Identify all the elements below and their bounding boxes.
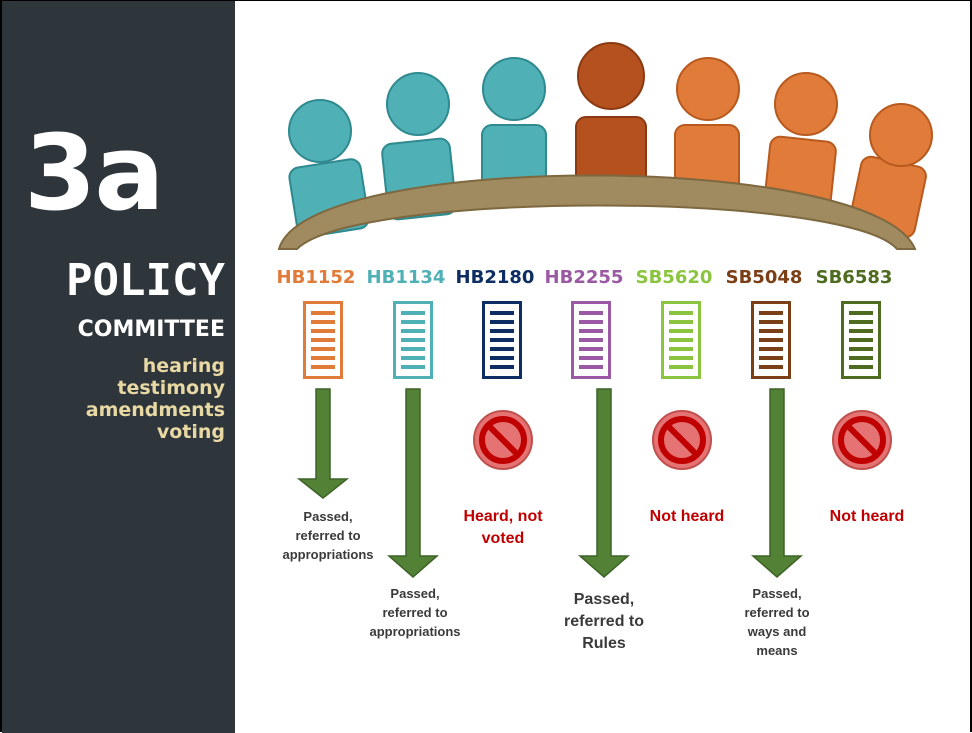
stage-testimony: testimony — [117, 377, 225, 399]
committee-illustration — [277, 42, 933, 250]
arrow-down-icon-sb5048 — [751, 388, 803, 578]
outcome-line: referred to — [382, 605, 448, 620]
bill-label-sb6583: SB6583 — [815, 267, 893, 288]
arrow-down-icon-hb1134 — [387, 388, 439, 578]
step-number: 3a — [24, 112, 165, 234]
document-icon-hb1134 — [393, 301, 433, 379]
stage-amendments: amendments — [85, 399, 225, 421]
arrow-down-icon-hb1152 — [296, 388, 350, 499]
outcome-line: Passed, — [752, 586, 802, 601]
bill-label-hb2255: HB2255 — [544, 267, 624, 288]
stage-hearing: hearing — [142, 355, 225, 377]
outcome-line: Passed, — [573, 591, 635, 608]
outcome-line: ways and — [747, 624, 807, 639]
flow-graphics — [296, 301, 892, 578]
outcome-line: Passed, — [303, 509, 353, 524]
outcome-line: Rules — [582, 635, 626, 652]
outcome-line: Heard, not — [463, 508, 543, 525]
outcome-line: appropriations — [369, 624, 461, 639]
arrow-down-icon-hb2255 — [578, 388, 630, 578]
prohibited-icon-sb6583 — [832, 410, 892, 470]
document-icon-sb5048 — [751, 301, 791, 379]
outcome-line: means — [756, 643, 798, 658]
bill-label-hb1134: HB1134 — [366, 267, 446, 288]
bill-label-hb2180: HB2180 — [455, 267, 535, 288]
bill-label-sb5620: SB5620 — [635, 267, 713, 288]
outcome-line: voted — [481, 530, 525, 547]
sidebar-title: POLICY — [66, 255, 225, 306]
outcome-hb1134: Passed, referred to appropriations — [360, 584, 470, 641]
outcome-sb5620: Not heard — [637, 506, 737, 528]
outcome-hb2180: Heard, not voted — [453, 506, 553, 550]
outcome-line: Not heard — [649, 508, 725, 525]
outcome-line: referred to — [295, 528, 361, 543]
outcome-sb6583: Not heard — [817, 506, 917, 528]
bill-label-hb1152: HB1152 — [276, 267, 356, 288]
bill-label-sb5048: SB5048 — [725, 267, 803, 288]
outcome-hb2255: Passed, referred to Rules — [549, 589, 659, 655]
stage-voting: voting — [156, 421, 225, 443]
committee-table-icon — [277, 174, 917, 250]
outcome-sb5048: Passed, referred to ways and means — [727, 584, 827, 660]
document-icon-sb6583 — [841, 301, 881, 379]
sidebar: 3a POLICY COMMITTEE hearing testimony am… — [2, 1, 235, 733]
outcome-hb1152: Passed, referred to appropriations — [273, 507, 383, 564]
document-icon-hb2255 — [571, 301, 611, 379]
document-icon-sb5620 — [661, 301, 701, 379]
outcome-line: referred to — [563, 613, 645, 630]
outcome-line: Passed, — [390, 586, 440, 601]
document-icon-hb1152 — [303, 301, 343, 379]
prohibited-icon-hb2180 — [473, 410, 533, 470]
document-icon-hb2180 — [482, 301, 522, 379]
committee-diagram: HB1152 HB1134 HB2180 HB2255 SB5620 SB504… — [235, 1, 972, 733]
sidebar-subtitle: COMMITTEE — [77, 317, 225, 342]
outcome-line: Not heard — [829, 508, 905, 525]
prohibited-icon-sb5620 — [652, 410, 712, 470]
outcome-line: referred to — [744, 605, 810, 620]
outcome-line: appropriations — [282, 547, 374, 562]
